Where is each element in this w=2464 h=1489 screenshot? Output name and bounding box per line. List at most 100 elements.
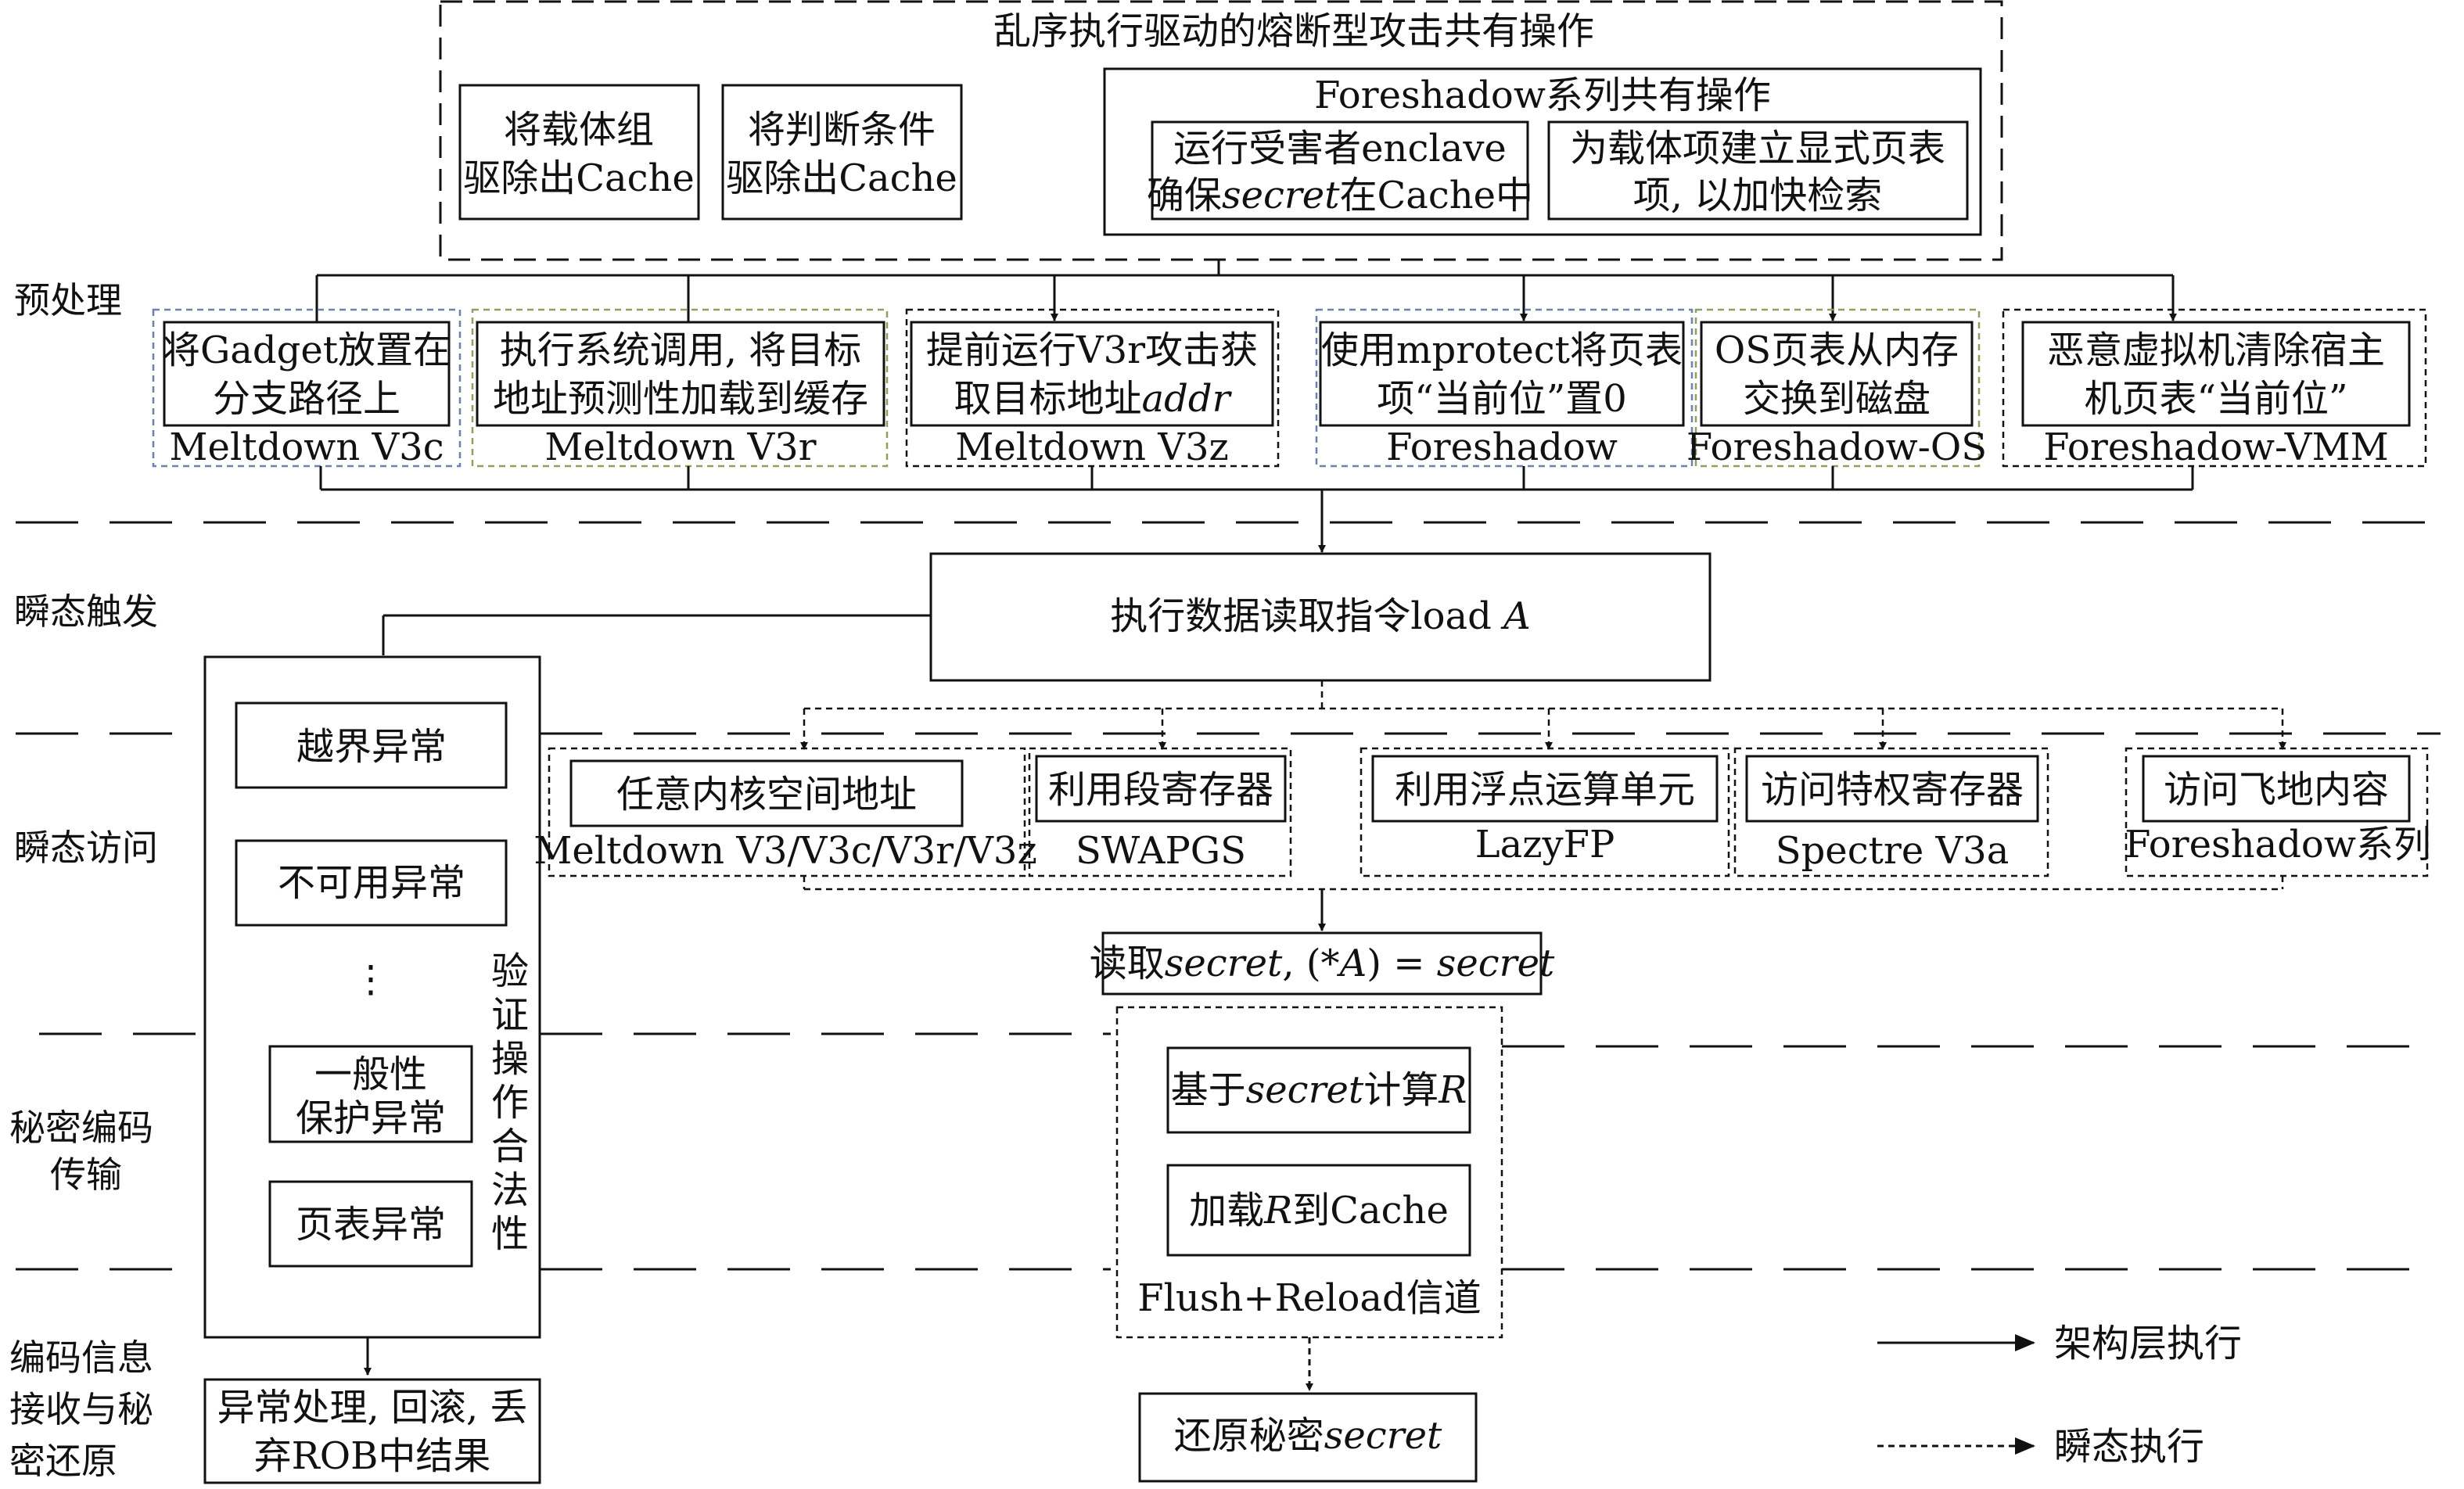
- access-segment-register: [1035, 755, 1287, 823]
- legend-dashed-label: 瞬态执行: [2054, 1425, 2204, 1469]
- access-fpu: [1371, 755, 1719, 823]
- foreshadow-common-title: Foreshadow系列共有操作: [1314, 74, 1771, 117]
- variant-foreshadow-os-line1: OS页表从内存: [1715, 328, 1959, 372]
- variant-v3z-name: Meltdown V3z: [955, 425, 1229, 469]
- variants: 将Gadget放置在 分支路径上 Meltdown V3c 执行系统调用, 将目…: [152, 308, 2427, 469]
- access-privileged-register-label: 访问特权寄存器: [1761, 768, 2024, 812]
- enclave-line1: 运行受害者enclave: [1173, 127, 1507, 170]
- access-fpu-label: 利用浮点运算单元: [1395, 768, 1695, 812]
- layer-recv-2: 接收与秘: [9, 1388, 153, 1430]
- variant-v3z-line2: 取目标地址addr: [954, 377, 1232, 421]
- read-secret-text: 读取secret, (*A) = secret: [1090, 942, 1555, 985]
- evict-condition-line2: 驱除出Cache: [726, 156, 957, 200]
- svg-text:合: 合: [491, 1125, 529, 1168]
- validation-vertical-label: 验 证 操 作 合 法 性: [491, 949, 529, 1256]
- svg-text:性: 性: [491, 1212, 529, 1256]
- variant-v3c-name: Meltdown V3c: [169, 425, 444, 469]
- load-r-text: 加载R到Cache: [1189, 1189, 1449, 1232]
- exception-unavailable-label: 不可用异常: [278, 861, 465, 905]
- svg-text:验: 验: [491, 949, 529, 993]
- layer-separators: [16, 521, 2441, 1271]
- legend: 架构层执行 瞬态执行: [1877, 1322, 2242, 1469]
- variant-foreshadow-vmm-name: Foreshadow-VMM: [2043, 425, 2389, 469]
- variant-v3c-line2: 分支路径上: [213, 377, 400, 421]
- variant-foreshadow-os-name: Foreshadow-OS: [1686, 425, 1987, 469]
- common-title: 乱序执行驱动的熔断型攻击共有操作: [993, 9, 1594, 53]
- layer-encode-2: 传输: [50, 1154, 122, 1196]
- exception-page-table: [268, 1180, 473, 1268]
- pte-box: [1547, 120, 1969, 221]
- common-operations: 乱序执行驱动的熔断型攻击共有操作 将载体组 驱除出Cache 将判断条件 驱除出…: [439, 0, 2003, 261]
- exception-handling-line2: 弃ROB中结果: [254, 1434, 491, 1478]
- svg-text:操: 操: [491, 1037, 529, 1081]
- evict-carrier-box: [458, 84, 700, 221]
- variant-v3c-box: [163, 321, 451, 427]
- access-kernel-address-attack: Meltdown V3/V3c/V3r/V3z: [533, 829, 1037, 873]
- svg-text:证: 证: [491, 993, 529, 1037]
- enclave-box: [1151, 120, 1529, 221]
- svg-text:作: 作: [491, 1081, 529, 1125]
- access-segment-register-attack: SWAPGS: [1076, 829, 1246, 873]
- evict-carrier-line1: 将载体组: [504, 108, 654, 152]
- flush-reload-label: Flush+Reload信道: [1137, 1276, 1481, 1320]
- exception-unavailable: [235, 839, 508, 927]
- variant-v3z-box: [910, 321, 1274, 427]
- variant-v3r-line2: 地址预测性加载到缓存: [493, 377, 868, 421]
- access-kernel-address-label: 任意内核空间地址: [616, 773, 917, 816]
- access-privileged-register-attack: Spectre V3a: [1776, 829, 2010, 873]
- layer-recv-3: 密还原: [9, 1440, 117, 1482]
- variant-foreshadow-vmm-line1: 恶意虚拟机清除宿主: [2047, 328, 2385, 372]
- access-enclave-content: [2142, 755, 2411, 823]
- trigger-text: 执行数据读取指令load A: [1110, 594, 1531, 638]
- pte-line2: 项, 以加快检索: [1633, 174, 1883, 217]
- layer-encode-1: 秘密编码: [9, 1107, 153, 1149]
- exception-general-protection-line2: 保护异常: [296, 1096, 446, 1140]
- preprocess-arrows: [313, 260, 2177, 335]
- compute-r-text: 基于secret计算R: [1171, 1068, 1467, 1112]
- variant-foreshadow-name: Foreshadow: [1386, 425, 1618, 469]
- compute-r-box: [1166, 1046, 1471, 1134]
- validation-group: 越界异常 不可用异常 ⋮ 一般性 保护异常 页表异常 验 证 操 作 合 法 性: [203, 655, 541, 1339]
- collect-arrows: [319, 466, 2194, 553]
- exception-ellipsis: ⋮: [352, 957, 390, 1001]
- variant-foreshadow-vmm-line2: 机页表“当前位”: [2084, 377, 2347, 421]
- variant-foreshadow-box: [1319, 321, 1685, 427]
- access-enclave-content-attack: Foreshadow系列: [2125, 823, 2431, 866]
- access-enclave-content-label: 访问飞地内容: [2164, 768, 2389, 812]
- layer-access: 瞬态访问: [14, 827, 158, 869]
- load-r-box: [1166, 1164, 1471, 1257]
- access-privileged-register: [1745, 755, 2039, 823]
- layer-trigger: 瞬态触发: [14, 590, 158, 633]
- access-targets: 任意内核空间地址 Meltdown V3/V3c/V3r/V3z 利用段寄存器 …: [533, 747, 2431, 877]
- variant-foreshadow-os-box: [1700, 321, 1974, 427]
- enclave-line2: 确保secret在Cache中: [1147, 174, 1533, 217]
- exception-general-protection: [268, 1045, 473, 1143]
- variant-foreshadow-vmm-box: [2021, 321, 2411, 427]
- access-kernel-address: [569, 759, 964, 827]
- variant-v3r-name: Meltdown V3r: [544, 425, 816, 469]
- restore-secret-box: [1138, 1392, 1478, 1483]
- variant-v3z-line1: 提前运行V3r攻击获: [926, 328, 1258, 372]
- pte-line1: 为载体项建立显式页表: [1570, 127, 1945, 170]
- access-segment-register-label: 利用段寄存器: [1048, 768, 1273, 812]
- exception-out-of-bounds-label: 越界异常: [296, 725, 447, 769]
- exception-page-table-label: 页表异常: [296, 1203, 446, 1247]
- layer-recv-1: 编码信息: [9, 1337, 153, 1379]
- layer-labels: 预处理 瞬态触发 瞬态访问 秘密编码 传输 编码信息 接收与秘 密还原: [9, 279, 158, 1482]
- evict-carrier-line2: 驱除出Cache: [463, 156, 695, 200]
- access-fpu-attack: LazyFP: [1475, 823, 1615, 866]
- evict-condition-line1: 将判断条件: [748, 108, 936, 152]
- trigger-box: [929, 552, 1712, 682]
- exception-out-of-bounds: [235, 701, 508, 789]
- access-to-read: [803, 876, 2284, 931]
- exception-handling-box: [203, 1378, 541, 1484]
- evict-condition-box: [721, 84, 963, 221]
- flush-reload-channel: 基于secret计算R 加载R到Cache Flush+Reload信道: [1115, 1006, 1503, 1339]
- variant-foreshadow-os-line2: 交换到磁盘: [1743, 377, 1931, 421]
- restore-secret-text: 还原秘密secret: [1174, 1414, 1442, 1458]
- legend-solid-label: 架构层执行: [2054, 1322, 2242, 1365]
- exception-handling-line1: 异常处理, 回滚, 丢: [217, 1386, 527, 1430]
- trigger-to-access: [800, 680, 2286, 750]
- trigger-to-validation: [382, 614, 931, 655]
